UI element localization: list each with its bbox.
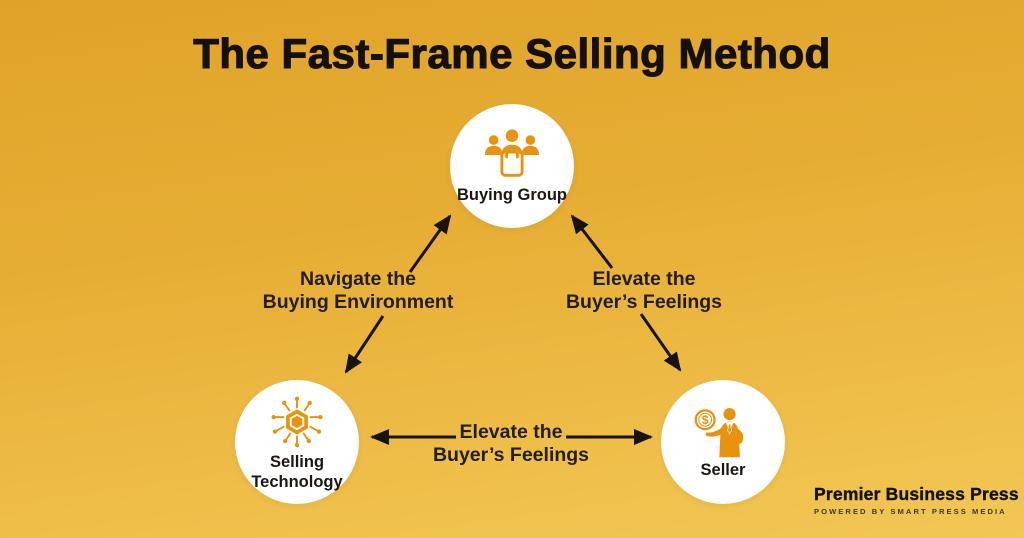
edge-label-line2: Buyer’s Feelings — [432, 444, 590, 466]
edge-label-line1: Navigate the — [300, 268, 416, 290]
buying-group-icon — [481, 127, 543, 183]
page-title: The Fast-Frame Selling Method — [193, 29, 831, 77]
edge-label-line2: Buyer’s Feelings — [565, 291, 723, 313]
brand-tagline: POWERED BY SMART PRESS MEDIA — [814, 507, 1007, 516]
edge-label-line1: Elevate the — [459, 421, 563, 443]
node-buying-group: Buying Group — [450, 104, 574, 228]
footer-brand-block: Premier Business Press POWERED BY SMART … — [814, 484, 1019, 516]
node-label-buying-group: Buying Group — [457, 185, 567, 204]
edge-label-elevate-buyers-feelings-bottom: Elevate the Buyer’s Feelings — [391, 421, 631, 467]
brand-name: Premier Business Press — [814, 484, 1019, 504]
node-label-selling-technology: Selling Technology — [251, 453, 343, 491]
selling-technology-icon — [268, 392, 326, 450]
edge-label-line2: Buying Environment — [262, 291, 454, 313]
node-seller: $ Seller — [661, 380, 785, 504]
node-label-seller: Seller — [700, 460, 746, 479]
edge-label-elevate-buyers-feelings-right: Elevate the Buyer’s Feelings — [524, 268, 764, 314]
edge-label-line1: Elevate the — [592, 268, 696, 290]
seller-icon: $ — [692, 404, 754, 458]
dollar-sign-glyph: $ — [702, 413, 709, 427]
edge-label-navigate-buying-environment: Navigate the Buying Environment — [238, 268, 478, 314]
node-selling-technology: Selling Technology — [235, 380, 359, 504]
